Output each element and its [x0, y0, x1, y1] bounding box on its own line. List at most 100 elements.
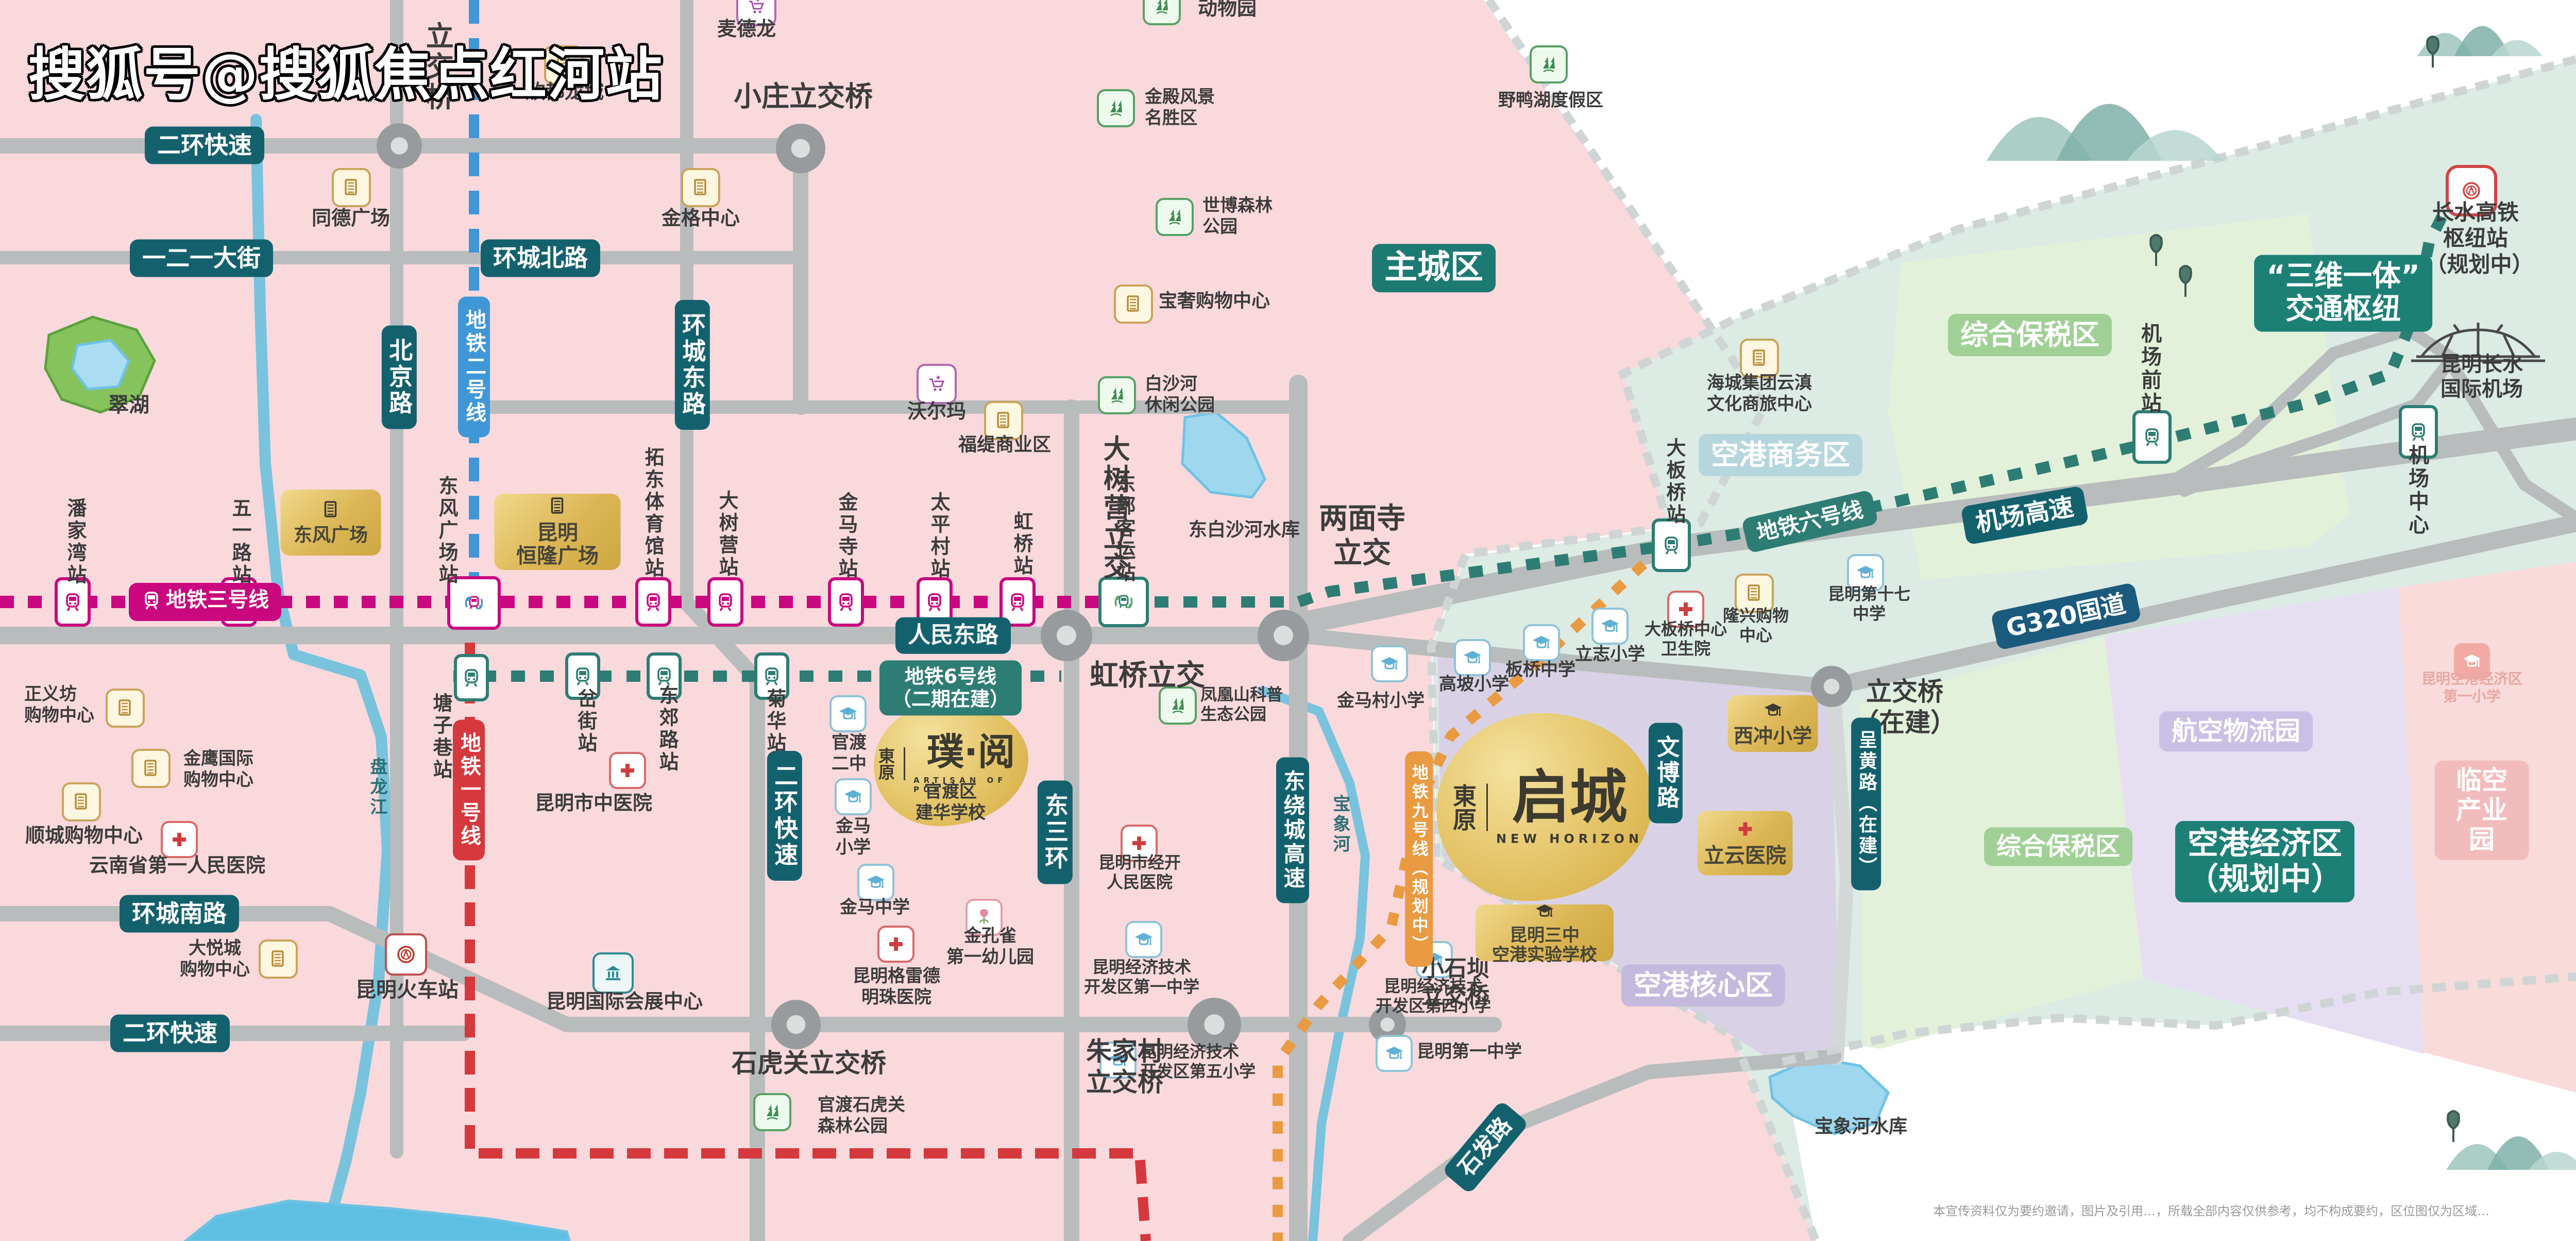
tree-shape	[2179, 265, 2192, 297]
map-text: 宝象河水库	[1814, 1116, 1908, 1137]
map-text: 小庄立交桥	[734, 80, 873, 113]
south-zone-boundary	[1782, 972, 2576, 1066]
zhengyifang-mall-icon	[106, 689, 145, 728]
mountain-shape	[2057, 104, 2162, 161]
label-text: 临空产业园	[2456, 765, 2507, 854]
mountain-shape	[2127, 130, 2223, 161]
mountain-shape	[2487, 1136, 2549, 1170]
jingkai-hospital-icon	[1121, 825, 1158, 862]
expo-forest-icon	[1156, 198, 1194, 236]
label-text: 二环快速	[123, 1019, 217, 1047]
map-text: 石虎关立交桥	[732, 1048, 886, 1078]
map-text: 官渡区 建华学校	[916, 781, 986, 823]
label-text: 空港商务区	[1711, 438, 1850, 471]
map-text: 小石坝 立交桥	[1421, 955, 1489, 1009]
haicheng-center-icon	[1740, 339, 1779, 378]
tree-icon	[2447, 1110, 2460, 1142]
baoxiang-river	[1258, 686, 1370, 1241]
cross-icon	[1735, 819, 1755, 845]
metro-station-icon	[1098, 577, 1149, 627]
project-badge: 昆明 恒隆广场	[494, 494, 621, 570]
map-text: 金马寺站	[835, 492, 858, 580]
jindian-park-icon	[1097, 89, 1135, 127]
project-name-en: ARTISAN OF PURE	[913, 776, 1007, 794]
map-label-badge: 环城南路	[120, 895, 239, 933]
map-label-badge: 环城北路	[481, 239, 600, 277]
map-text: 昆明经济技术 开发区第四小学	[1375, 976, 1492, 1016]
map-text: 金马中学	[840, 897, 910, 918]
dabanqiao-clinic-icon	[1667, 591, 1704, 628]
project-badge: 西冲小学	[1727, 695, 1818, 752]
map-label-badge: 临空产业园	[2434, 760, 2529, 860]
train-icon	[141, 590, 162, 616]
building-icon	[320, 499, 341, 525]
map-label-badge: 地铁九号线（规划中）	[1405, 751, 1433, 967]
tree-icon	[2149, 234, 2163, 266]
map-label-badge: 综合保税区	[1948, 313, 2112, 357]
label-text: 空港核心区	[1634, 968, 1773, 1001]
project-badge: 东风广场	[280, 490, 381, 556]
map-text: 昆明经济技术 开发区第五小学	[1140, 1042, 1256, 1081]
gaopo-primary-icon	[1454, 639, 1491, 676]
map-text: 高坡小学	[1439, 674, 1509, 695]
map-label-badge: 空港商务区	[1699, 433, 1862, 477]
map-text: 两面寺 立交	[1319, 501, 1405, 570]
mountain-icon	[2446, 1136, 2576, 1170]
map-text: 昆明市中医院	[534, 792, 653, 815]
map-text: 金殿风景 名胜区	[1145, 87, 1215, 128]
map-text: 大悦城 购物中心	[180, 938, 250, 980]
cap-icon	[1534, 901, 1555, 926]
metro-market-icon	[736, 0, 776, 26]
map-label-badge: 航空物流园	[2159, 711, 2313, 751]
baishahe-park-icon	[1098, 376, 1136, 414]
shihuguan-forest-icon	[753, 1093, 791, 1131]
map-label-badge: 二环快速	[110, 1014, 230, 1052]
project-name: 启城	[1512, 764, 1628, 831]
konggang-no1-primary-icon	[2454, 643, 2490, 679]
map-text: 隆兴购物 中心	[1722, 606, 1789, 645]
east-baisha-reservoir	[1181, 411, 1266, 499]
mint-top-boundary	[1618, 55, 2576, 530]
label-text: 环城北路	[493, 244, 588, 272]
map-text: 昆明第一中学	[1417, 1041, 1522, 1062]
jinma-primary-icon	[835, 778, 872, 815]
main-boundary	[1427, 0, 1820, 1241]
project-badge: 昆明三中 空港实验学校	[1476, 901, 1614, 965]
label-text: 环城东路	[679, 312, 707, 417]
map-text: 宝奢购物中心	[1158, 290, 1270, 312]
map-text: 顺城购物中心	[25, 824, 143, 847]
shuncheng-mall-icon	[62, 782, 101, 821]
map-text: 金鹰国际 购物中心	[183, 748, 253, 790]
map-label-badge: 人民东路	[895, 617, 1011, 654]
watermark: 搜狐号@搜狐焦点红河站	[28, 42, 663, 108]
jinma-middle-icon	[857, 864, 894, 901]
map-text: 虹桥立交	[1090, 659, 1205, 693]
hsr-hub-icon	[2446, 165, 2497, 216]
tcm-hospital-icon	[609, 752, 646, 789]
map-text: 沃尔玛	[907, 400, 967, 423]
map-text: 欣都龙城	[525, 80, 604, 104]
metro-line-9	[1273, 541, 1668, 1241]
map-text: 拓东体育馆站	[641, 447, 664, 580]
map-text: 昆明第十七 中学	[1827, 584, 1911, 624]
airport-terminal-shape	[2411, 323, 2545, 362]
road-junction-center	[1057, 626, 1076, 645]
mountain-shape	[2529, 1152, 2576, 1170]
lizhi-primary-icon	[1591, 608, 1629, 645]
label-text: 呈黄路（在建）	[1855, 730, 1877, 878]
guandu-no2-school-icon	[829, 695, 867, 732]
map-text: 大树营站	[715, 490, 738, 579]
road-junction-center	[1823, 678, 1840, 695]
road-junction-center	[391, 137, 408, 155]
kunming-no1-middle-icon	[1376, 1035, 1413, 1072]
futi-business-icon	[984, 401, 1023, 440]
project-badge-text: 东风广场	[293, 524, 368, 546]
disclaimer-text: 本宣传资料仅为要约邀请，图片及引用…，所载全部内容仅供参考，均不构成要约，区位图…	[1933, 1204, 2489, 1218]
banqiao-middle-icon	[1523, 624, 1560, 661]
map-text: 东风广场站	[435, 475, 458, 586]
map-text: 东白沙河水库	[1188, 519, 1300, 541]
map-text: 金马 小学	[836, 816, 871, 858]
map-text: 正义坊 购物中心	[24, 684, 94, 726]
